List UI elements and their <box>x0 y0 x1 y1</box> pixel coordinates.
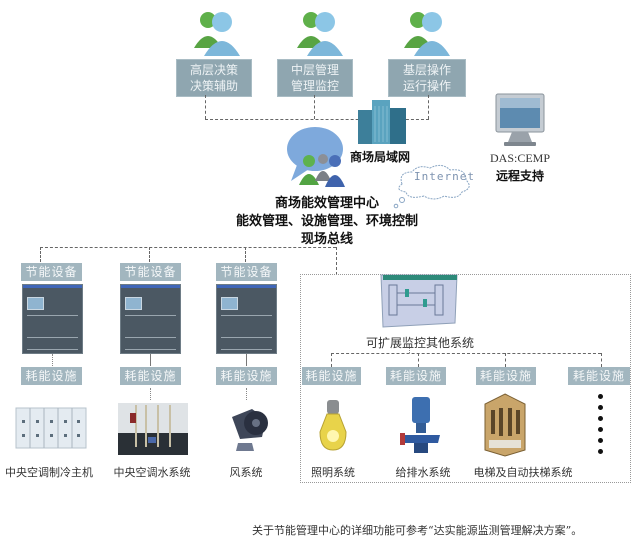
role-line: 基层操作 <box>402 63 451 77</box>
system-label: 电梯及自动扶梯系统 <box>473 466 573 479</box>
connector <box>205 95 206 119</box>
role-group-top: 高层决策 决策辅助 中层管理 管理监控 基层操作 运行操作 <box>0 0 634 100</box>
extension-frame <box>300 274 631 483</box>
system-label: 给排水系统 <box>395 466 451 479</box>
consumer-tag: 耗能设施 <box>568 367 630 385</box>
connector <box>150 388 151 400</box>
management-center-icon <box>287 127 345 187</box>
consumer-tag: 耗能设施 <box>302 367 361 385</box>
connector <box>331 353 332 367</box>
connector <box>205 119 429 120</box>
pump-icon <box>400 397 440 453</box>
users-icon <box>297 12 343 56</box>
role-line: 高层决策 <box>189 63 238 77</box>
energy-saving-tag: 节能设备 <box>120 263 181 281</box>
connector <box>149 247 150 262</box>
water-plant-icon <box>118 403 188 455</box>
center-title: 商场能效管理中心 <box>274 196 379 211</box>
role-line: 中层管理 <box>290 63 339 77</box>
building-icon <box>358 100 406 144</box>
role-box-middle: 中层管理 管理监控 <box>277 59 353 97</box>
system-label: 中央空调制冷主机 <box>5 466 93 479</box>
ellipsis-dots-icon <box>598 394 604 454</box>
light-bulb-icon <box>319 400 347 451</box>
system-label: 照明系统 <box>311 466 355 479</box>
switchgear-icon <box>15 407 87 449</box>
consumer-tag: 耗能设施 <box>476 367 536 385</box>
extension-label: 可扩展监控其他系统 <box>365 336 474 350</box>
connector <box>40 247 41 262</box>
energy-saving-tag: 节能设备 <box>21 263 82 281</box>
connector <box>246 354 247 366</box>
elevator-icon <box>484 393 526 457</box>
scada-screen-icon <box>380 274 458 328</box>
footnote: 关于节能管理中心的详细功能可参考“达实能源监测管理解决方案”。 <box>252 524 583 537</box>
remote-sub: 远程支持 <box>495 169 544 183</box>
connector <box>428 95 429 119</box>
control-cabinet-icon <box>120 284 181 354</box>
control-cabinet-icon <box>22 284 83 354</box>
internet-cloud-icon <box>393 164 470 209</box>
connector <box>52 354 53 366</box>
connector <box>601 353 602 367</box>
users-icon <box>194 12 240 56</box>
monitor-icon <box>495 93 545 146</box>
role-line: 管理监控 <box>290 79 339 93</box>
connector <box>150 354 151 366</box>
role-box-operator: 基层操作 运行操作 <box>388 59 466 97</box>
field-bus-label: 现场总线 <box>300 232 353 247</box>
connector <box>246 388 247 400</box>
connector <box>314 95 315 119</box>
field-bus-line <box>40 247 336 248</box>
connector <box>409 348 410 353</box>
lan-label: 商场局域网 <box>350 150 411 164</box>
remote-title: DAS:CEMP <box>489 151 551 165</box>
consumer-tag: 耗能设施 <box>386 367 446 385</box>
internet-label: Internet <box>414 170 475 183</box>
system-label: 中央空调水系统 <box>113 466 191 479</box>
center-functions: 能效管理、设施管理、环境控制 <box>235 214 418 229</box>
connector <box>418 353 419 367</box>
users-icon <box>404 12 450 56</box>
control-cabinet-icon <box>216 284 277 354</box>
connector <box>505 353 506 367</box>
connector <box>336 247 337 275</box>
system-label: 风系统 <box>229 466 263 479</box>
connector <box>245 247 246 262</box>
consumer-tag: 耗能设施 <box>216 367 277 385</box>
role-line: 决策辅助 <box>189 79 238 93</box>
energy-saving-tag: 节能设备 <box>216 263 277 281</box>
role-line: 运行操作 <box>402 79 451 93</box>
connector <box>331 353 601 354</box>
consumer-tag: 耗能设施 <box>120 367 181 385</box>
consumer-tag: 耗能设施 <box>21 367 82 385</box>
fan-icon <box>232 409 268 451</box>
role-box-senior: 高层决策 决策辅助 <box>176 59 252 97</box>
